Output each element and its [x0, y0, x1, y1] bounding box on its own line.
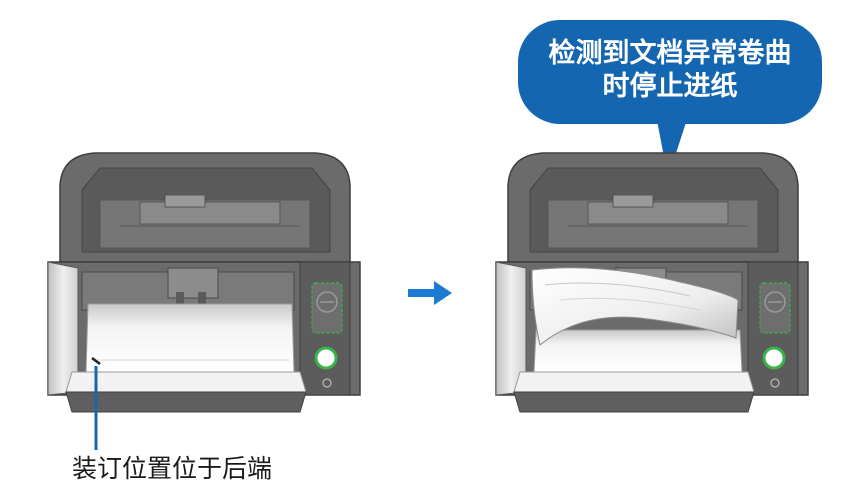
left-scanner [48, 153, 360, 450]
callout-text-line2: 时停止进纸 [520, 70, 820, 103]
staple-position-caption: 装订位置位于后端 [72, 454, 272, 484]
callout-text-line1: 检测到文档异常卷曲 [520, 37, 820, 70]
power-button-icon [764, 348, 784, 368]
right-arrow-icon [408, 281, 452, 305]
right-scanner [496, 110, 808, 412]
power-button-icon [316, 348, 336, 368]
